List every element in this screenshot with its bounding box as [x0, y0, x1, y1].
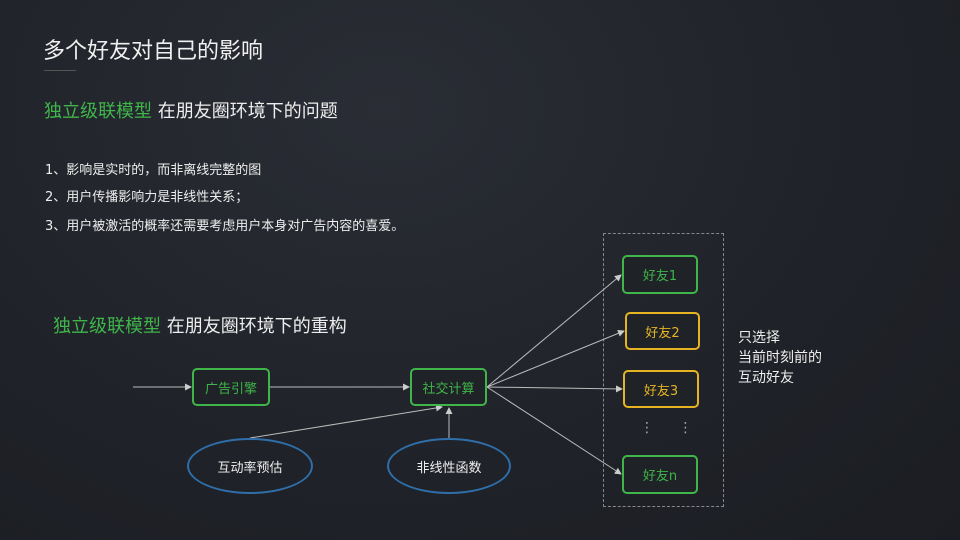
heading-highlight: 独立级联模型 — [53, 316, 161, 337]
issue-item: 1、影响是实时的，而非离线完整的图 — [45, 163, 262, 178]
title-underline — [44, 70, 76, 71]
heading-text: 在朋友圈环境下的重构 — [161, 316, 347, 337]
arrow-estimate-to-social — [249, 404, 443, 439]
heading-highlight: 独立级联模型 — [44, 101, 152, 122]
friend-node: 好友n — [622, 455, 698, 494]
slide-title: 多个好友对自己的影响 — [43, 39, 264, 64]
arrow-to-friend3 — [486, 385, 623, 393]
arrow-to-friend2 — [486, 330, 625, 388]
issue-item: 2、用户传播影响力是非线性关系； — [45, 190, 249, 205]
friend-node: 好友3 — [623, 370, 699, 408]
ad-engine-node: 广告引擎 — [192, 368, 270, 406]
nonlinear-function-node: 非线性函数 — [387, 438, 511, 494]
section-heading-reconstruct: 独立级联模型 在朋友圈环境下的重构 — [53, 312, 347, 338]
note-line: 互动好友 — [738, 370, 794, 386]
issue-item: 3、用户被激活的概率还需要考虑用户本身对广告内容的喜爱。 — [45, 219, 405, 234]
social-compute-node: 社交计算 — [410, 368, 487, 406]
friend-node: 好友2 — [625, 312, 700, 350]
note-line: 只选择 — [738, 330, 780, 346]
friend-node: 好友1 — [622, 255, 698, 294]
note-line: 当前时刻前的 — [738, 350, 822, 366]
ellipsis-dots: ⋮ ⋮ — [640, 420, 703, 436]
interaction-estimate-node: 互动率预估 — [187, 438, 313, 494]
arrow-to-friendn — [486, 386, 622, 475]
arrow-to-friend1 — [486, 274, 622, 388]
friends-group-frame — [603, 233, 724, 507]
section-heading-problems: 独立级联模型 在朋友圈环境下的问题 — [44, 97, 338, 123]
friends-note: 只选择 当前时刻前的 互动好友 — [738, 328, 822, 388]
heading-text: 在朋友圈环境下的问题 — [152, 101, 338, 122]
